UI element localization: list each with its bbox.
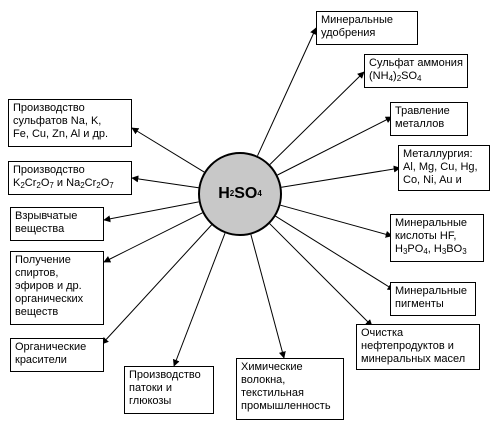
box-metal-pickling: Травление металлов xyxy=(390,102,468,136)
box-dichromates: Производство K2Cr2O7 и Na2Cr2O7 xyxy=(8,161,132,195)
arrow-to-mineral-acids xyxy=(280,204,393,238)
arrow-to-explosives xyxy=(103,201,199,223)
box-ammonium-sulfate: Сульфат аммония (NH4)2SO4 xyxy=(364,54,468,88)
box-chemical-fibers: Химические волокна, текстильная промышле… xyxy=(236,358,344,420)
arrow-to-metal-pickling xyxy=(277,116,393,176)
arrow-to-dichromates xyxy=(131,175,199,189)
arrow-to-organic-dyes xyxy=(101,224,212,345)
box-explosives: Взрывчатые вещества xyxy=(10,207,104,241)
arrow-to-molasses-glucose xyxy=(172,233,226,367)
arrow-to-oil-purification xyxy=(269,223,373,327)
box-mineral-pigments: Минеральные пигменты xyxy=(390,282,476,316)
box-mineral-acids: Минеральные кислоты HF, H3PO4, H3BO3 xyxy=(390,214,484,262)
box-alcohols: Получение спиртов, эфиров и др. органиче… xyxy=(10,251,104,325)
arrow-to-ammonium-sulfate xyxy=(269,71,365,165)
box-fertilizers: Минеральные удобрения xyxy=(316,11,418,45)
arrow-to-mineral-pigments xyxy=(275,215,395,291)
arrow-to-alcohols xyxy=(103,212,203,263)
arrow-to-sulfates-production xyxy=(131,127,205,173)
arrow-to-chemical-fibers xyxy=(250,234,286,359)
arrow-to-metallurgy xyxy=(281,165,401,188)
box-organic-dyes: Органические красители xyxy=(10,338,104,372)
box-sulfates-production: Производство сульфатов Na, K, Fe, Cu, Zn… xyxy=(8,99,132,147)
arrow-to-fertilizers xyxy=(257,27,317,157)
box-metallurgy: Металлургия: Al, Mg, Cu, Hg, Co, Ni, Au … xyxy=(398,145,490,191)
box-oil-purification: Очистка нефтепродуктов и минеральных мас… xyxy=(356,324,480,370)
box-molasses-glucose: Производство патоки и глюкозы xyxy=(124,366,214,414)
